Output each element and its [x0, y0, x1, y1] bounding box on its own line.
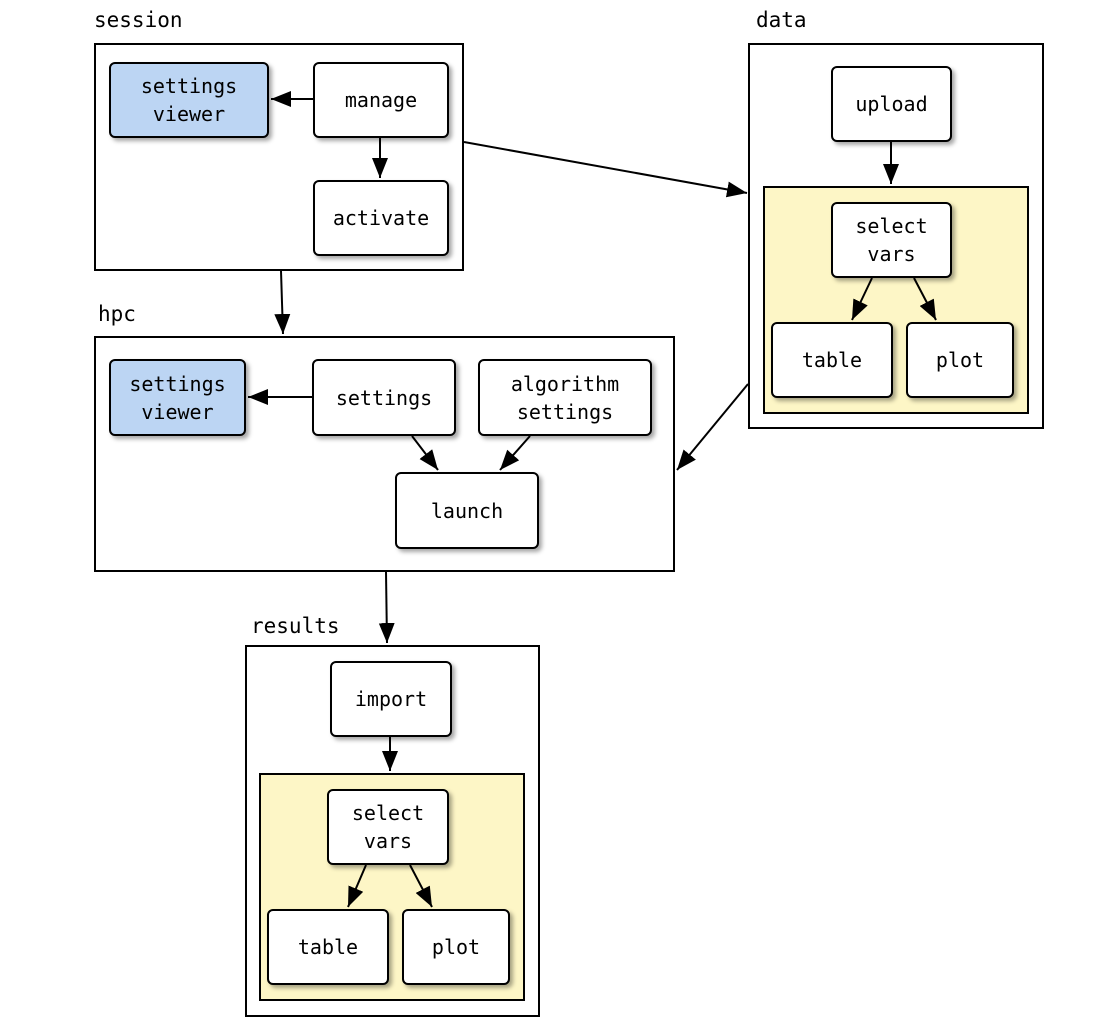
edge-data-to-hpc: [676, 383, 749, 471]
hpc-settings-node[interactable]: settings: [312, 359, 456, 436]
hpc-launch-node[interactable]: launch: [395, 472, 539, 549]
group-label-results: results: [251, 614, 340, 638]
group-label-data: data: [756, 8, 807, 32]
edge-session-to-hpc: [274, 270, 291, 335]
session-settings-viewer-node[interactable]: settings viewer: [109, 62, 269, 138]
results-select-vars-node[interactable]: select vars: [327, 789, 449, 865]
edge-session-to-data: [463, 141, 748, 198]
session-activate-node[interactable]: activate: [313, 180, 449, 256]
session-manage-node[interactable]: manage: [313, 62, 449, 138]
data-table-node[interactable]: table: [771, 322, 893, 398]
group-label-session: session: [94, 8, 183, 32]
results-import-node[interactable]: import: [330, 661, 452, 737]
results-table-node[interactable]: table: [267, 909, 389, 985]
hpc-algorithm-settings-node[interactable]: algorithm settings: [478, 359, 652, 436]
edge-hpc-to-results: [378, 571, 395, 644]
data-plot-node[interactable]: plot: [906, 322, 1014, 398]
data-select-vars-node[interactable]: select vars: [831, 202, 952, 278]
data-upload-node[interactable]: upload: [831, 66, 952, 142]
hpc-settings-viewer-node[interactable]: settings viewer: [109, 359, 246, 436]
results-plot-node[interactable]: plot: [402, 909, 510, 985]
group-label-hpc: hpc: [98, 302, 136, 326]
